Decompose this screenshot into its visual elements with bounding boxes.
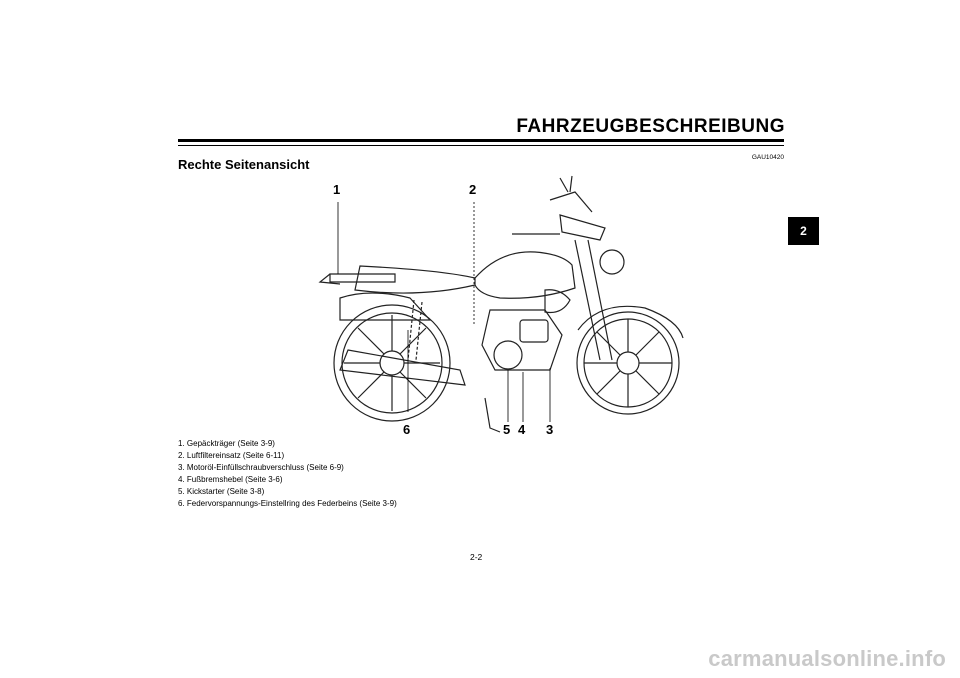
document-code: GAU10420: [751, 154, 784, 161]
parts-legend: 1. Gepäckträger (Seite 3-9) 2. Luftfilte…: [178, 438, 397, 510]
legend-item: 4. Fußbremshebel (Seite 3-6): [178, 475, 283, 484]
watermark: carmanualsonline.info: [708, 646, 946, 671]
callout-2: 2: [469, 182, 477, 197]
legend-item: 2. Luftfiltereinsatz (Seite 6-11): [178, 451, 285, 460]
legend-item: 5. Kickstarter (Seite 3-8): [178, 487, 265, 496]
motorcycle-body: [318, 175, 625, 433]
motorcycle-illustration: [318, 175, 684, 433]
callout-leaders: [337, 202, 551, 422]
callout-3: 3: [546, 422, 554, 437]
legend-item: 6. Federvorspannungs-Einstellring des Fe…: [178, 499, 397, 508]
callout-6: 6: [403, 422, 411, 437]
rear-wheel: [333, 304, 451, 422]
legend-item: 3. Motoröl-Einfüllschraubverschluss (Sei…: [178, 463, 344, 472]
page-header-title: FAHRZEUGBESCHREIBUNG: [516, 116, 785, 137]
chapter-tab: 2: [788, 217, 819, 245]
legend-item: 1. Gepäckträger (Seite 3-9): [178, 439, 275, 448]
page-number: 2-2: [470, 552, 483, 562]
section-title: Rechte Seitenansicht: [178, 157, 310, 172]
front-wheel: [576, 305, 684, 415]
callout-4: 4: [518, 422, 526, 437]
callout-5: 5: [503, 422, 511, 437]
callout-1: 1: [333, 182, 341, 197]
header-rule-thin: [178, 145, 784, 146]
header-rule-thick: [178, 139, 784, 142]
